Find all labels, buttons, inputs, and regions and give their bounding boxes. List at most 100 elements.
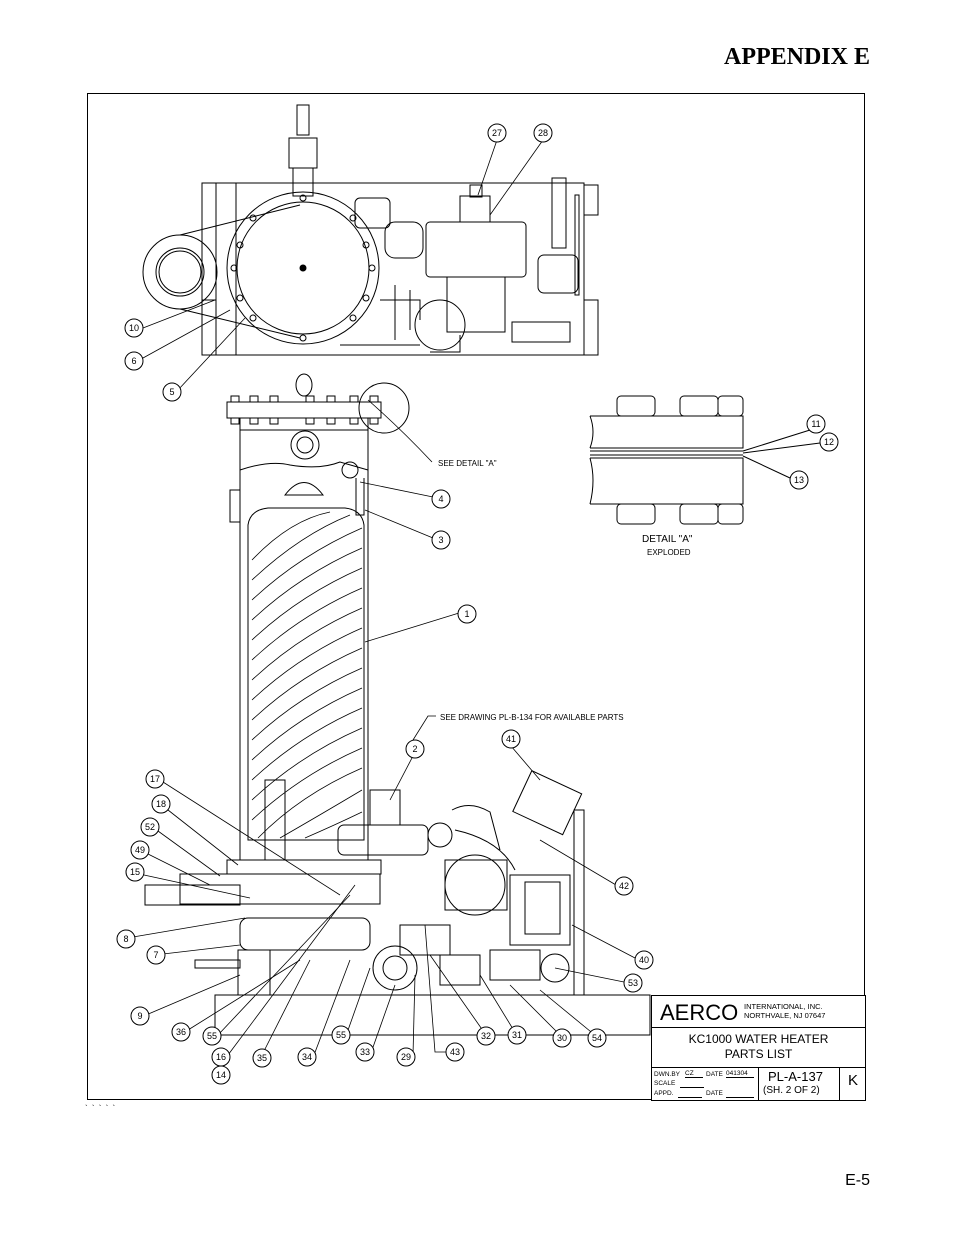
title-block: AERCO INTERNATIONAL, INC. NORTHVALE, NJ … [651,995,866,1101]
callout-9 [130,1006,150,1026]
callout-36 [171,1022,191,1042]
svg-text:2: 2 [412,744,417,754]
callout-53 [623,973,643,993]
svg-text:28: 28 [538,128,548,138]
svg-text:42: 42 [619,881,629,891]
callout-33 [355,1042,375,1062]
svg-text:8: 8 [123,934,128,944]
flange-bolts [230,395,379,425]
bolt-circle [230,194,376,342]
callout-5 [162,382,182,402]
svg-text:52: 52 [145,822,155,832]
title-line-1: KC1000 WATER HEATER [688,1032,829,1046]
svg-text:54: 54 [592,1033,602,1043]
top-view [142,104,599,356]
sheet-number: (SH. 2 OF 2) [763,1085,820,1096]
coil-hatch [251,511,363,839]
dwn-by-value: CZ [685,1070,703,1078]
callout-6 [124,351,144,371]
svg-text:33: 33 [360,1047,370,1057]
callout-31 [507,1025,527,1045]
svg-text:43: 43 [450,1047,460,1057]
page-number: E-5 [845,1172,870,1189]
dwn-by-label: DWN.BY [654,1071,680,1078]
drawing-number: PL-A-137 [768,1069,823,1084]
see-drawing-note: SEE DRAWING PL-B-134 FOR AVAILABLE PARTS [440,713,624,722]
svg-text:34: 34 [302,1052,312,1062]
date-value: 041304 [726,1070,754,1078]
date-label: DATE [706,1071,723,1078]
appendix-heading: APPENDIX E [723,44,870,70]
callout-54 [587,1028,607,1048]
appd-label: APPD. [654,1090,674,1097]
callout-42 [614,876,634,896]
svg-text:16: 16 [216,1052,226,1062]
company-line-2: NORTHVALE, NJ 07647 [744,1011,826,1020]
callout-32 [476,1026,496,1046]
callout-bubbles [116,123,839,1085]
svg-text:10: 10 [129,323,139,333]
callout-28 [533,123,553,143]
callout-52 [140,817,160,837]
svg-text:40: 40 [639,955,649,965]
drawing-title: KC1000 WATER HEATER PARTS LIST [652,1032,865,1062]
svg-text:9: 9 [137,1011,142,1021]
svg-text:4: 4 [438,494,443,504]
svg-text:15: 15 [130,867,140,877]
company-line-1: INTERNATIONAL, INC. [744,1002,823,1011]
callout-7 [146,945,166,965]
callout-40 [634,950,654,970]
callout-41 [501,729,521,749]
callout-18 [151,794,171,814]
detail-title: DETAIL "A" [642,534,693,545]
callout-12 [819,432,839,452]
svg-text:27: 27 [492,128,502,138]
callout-8 [116,929,136,949]
svg-text:5: 5 [169,387,174,397]
svg-text:7: 7 [153,950,158,960]
callout-29 [396,1047,416,1067]
callout-labels: 27 28 10 6 5 4 3 1 2 11 12 13 41 17 18 5… [123,128,834,1080]
callout-4 [431,489,451,509]
callout-27 [487,123,507,143]
callout-34 [297,1047,317,1067]
svg-text:12: 12 [824,437,834,447]
callout-49 [130,840,150,860]
callout-11 [806,414,826,434]
side-view [144,373,651,1036]
scale-label: SCALE [654,1080,676,1087]
svg-text:49: 49 [135,845,145,855]
svg-text:13: 13 [794,475,804,485]
appd-date-label: DATE [706,1090,723,1097]
callout-3 [431,530,451,550]
svg-text:17: 17 [150,774,160,784]
callout-43 [445,1042,465,1062]
revision-letter: K [848,1072,859,1089]
callout-14 [211,1065,231,1085]
see-detail-note: SEE DETAIL "A" [438,459,497,468]
svg-text:55: 55 [207,1031,217,1041]
svg-text:18: 18 [156,799,166,809]
svg-text:31: 31 [512,1030,522,1040]
svg-text:32: 32 [481,1031,491,1041]
svg-text:53: 53 [628,978,638,988]
scale-value [680,1087,704,1088]
svg-text:6: 6 [131,356,136,366]
svg-text:29: 29 [401,1052,411,1062]
aerco-logo: AERCO [660,1000,739,1025]
callout-2 [405,739,425,759]
drawing-frame [87,93,865,1100]
detail-a-drawing [589,395,821,525]
title-line-2: PARTS LIST [724,1047,793,1061]
callout-17 [145,769,165,789]
svg-text:3: 3 [438,535,443,545]
svg-text:14: 14 [216,1070,226,1080]
svg-text:35: 35 [257,1053,267,1063]
appd-date-value [726,1097,754,1098]
callout-13 [789,470,809,490]
callout-30 [552,1028,572,1048]
callout-55b [331,1025,351,1045]
margin-ticks: ` ` ` ` ` [85,1104,117,1113]
svg-text:11: 11 [811,419,820,429]
